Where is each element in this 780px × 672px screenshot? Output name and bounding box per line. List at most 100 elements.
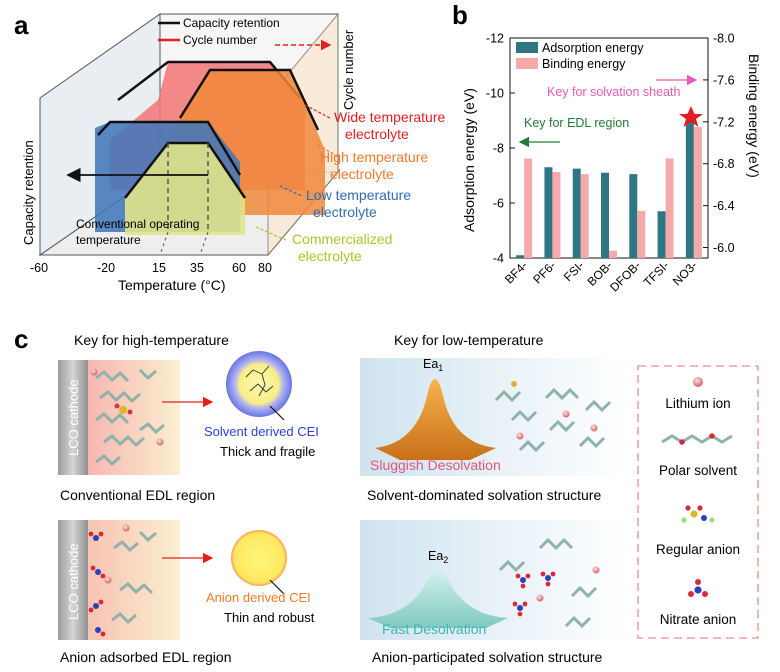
curve-low	[97, 120, 242, 176]
y-axis-label: Capacity retention	[21, 140, 36, 245]
cracks	[245, 365, 274, 397]
right-tick-label: -7.2	[713, 115, 735, 129]
desolv-top: Sluggish Desolvation	[370, 457, 501, 473]
cathode-label-bottom: LCO cathode	[66, 543, 81, 620]
ea-label-top: Ea1	[423, 357, 443, 373]
li-ion	[590, 424, 598, 432]
legend-binding-swatch	[516, 58, 538, 69]
lithium-ion-icon	[693, 377, 703, 387]
high-label-1: High temperature	[320, 149, 428, 165]
binding-bar-1	[552, 172, 561, 258]
li-ion	[156, 438, 164, 446]
adsorption-bar-3	[601, 172, 609, 258]
x-tick: -20	[97, 261, 115, 275]
right-ticks: -8.0-7.6-7.2-6.8-6.4-6.0	[703, 32, 735, 255]
solvation-shells-bottom	[498, 537, 598, 629]
legend-solvent: Polar solvent	[659, 463, 737, 478]
cathode-bottom	[58, 520, 88, 640]
anion-atom	[127, 409, 133, 415]
high-label-2: electrolyte	[330, 166, 394, 182]
solvent-cei-sphere	[226, 351, 292, 417]
anion-mol	[511, 381, 517, 387]
solvent-molecules-top	[95, 368, 165, 467]
dash-35-floor	[199, 231, 209, 256]
legend-regular-anion: Regular anion	[656, 542, 740, 557]
key-low-title: Key for low-temperature	[394, 332, 544, 348]
cei-leader-bottom	[269, 579, 285, 595]
x-tick: -60	[30, 261, 48, 275]
panel-b: b -12-10-8-6-4 -8.0-7.6-7.2-6.8-6.4-6.0 …	[452, 0, 762, 295]
binding-bar-3	[609, 250, 617, 258]
low-label-2: electrolyte	[313, 204, 377, 220]
li-ion	[90, 368, 98, 376]
adsorption-bar-1	[544, 167, 553, 258]
category-label: NO3-	[670, 258, 700, 288]
binding-bar-0	[524, 158, 533, 258]
left-tick-label: -12	[486, 32, 504, 46]
edl-annotation: Key for EDL region	[524, 116, 629, 130]
left-ticks: -12-10-8-6-4	[486, 32, 515, 266]
star-icon	[679, 106, 703, 127]
anion-cei-sphere	[231, 530, 287, 586]
category-label: PF6-	[530, 258, 558, 286]
x-tick: 35	[190, 261, 204, 275]
binding-bar-4	[637, 210, 646, 258]
right-axis-label: Binding energy (eV)	[746, 54, 762, 178]
cei-desc-bottom: Thin and robust	[224, 610, 315, 625]
li-ion	[104, 576, 112, 584]
z-axis-label: Cycle number	[341, 29, 356, 110]
ea-main-bottom: Ea	[428, 549, 443, 563]
adsorption-bar-2	[572, 168, 581, 258]
legend-adsorption-label: Adsorption energy	[542, 41, 644, 55]
x-axis-label: Temperature (°C)	[118, 277, 226, 293]
panel-a: a Capacity retention Cycle n	[14, 10, 445, 293]
edl-caption-top: Conventional EDL region	[60, 487, 215, 503]
right-tick-label: -8.0	[713, 32, 735, 46]
adsorption-bar-4	[629, 174, 638, 258]
ea-main-top: Ea	[423, 357, 438, 371]
left-tick-label: -4	[493, 252, 504, 266]
energy-peak-bottom	[368, 571, 508, 628]
right-tick-label: -6.4	[713, 199, 735, 213]
bar-group	[516, 113, 702, 258]
comm-leader	[255, 226, 287, 241]
category-label: DFOB-	[607, 258, 643, 294]
category-labels: BF4-PF6-FSI-BOB-DFOB-TFSI-NO3-	[502, 258, 700, 294]
curve-comm	[124, 141, 247, 199]
ea-sub-bottom: 2	[443, 555, 448, 565]
panel-b-label: b	[452, 0, 468, 30]
anion-atom	[114, 403, 120, 409]
regular-anion-icon	[681, 505, 715, 523]
legend-cycle-label: Cycle number	[183, 33, 257, 47]
right-tick-label: -6.0	[713, 241, 735, 255]
li-ion	[562, 410, 570, 418]
energy-peak-top	[375, 379, 496, 460]
nitrate-molecules-bottom	[88, 531, 106, 637]
high-leader	[317, 144, 341, 159]
polar-solvent-icon	[661, 433, 733, 445]
li-ion	[122, 524, 130, 532]
dash-15-floor	[159, 231, 169, 256]
anion-mol-top	[119, 406, 127, 414]
conv-label-2: temperature	[76, 233, 141, 247]
adsorption-bar-5	[657, 211, 666, 258]
binding-bar-2	[580, 174, 589, 258]
category-label: BF4-	[502, 258, 530, 286]
cei-desc-top: Thick and fragile	[220, 444, 315, 459]
panel-c-label: c	[14, 324, 28, 354]
comm-label-1: Commercialized	[292, 231, 392, 247]
adsorption-bar-0	[516, 255, 525, 258]
edl-region-bottom	[88, 520, 180, 640]
cei-name-top: Solvent derived CEI	[204, 424, 319, 439]
cathode-label-top: LCO cathode	[66, 379, 81, 456]
binding-bar-5	[665, 158, 674, 258]
cei-name-bottom: Anion derived CEI	[206, 590, 311, 605]
cathode-top	[58, 360, 88, 475]
key-high-title: Key for high-temperature	[74, 332, 229, 348]
category-label: TFSI-	[641, 258, 672, 289]
ea-sub-top: 1	[438, 363, 443, 373]
x-tick: 15	[152, 261, 166, 275]
right-tick-label: -6.8	[713, 157, 735, 171]
low-label-1: Low temperature	[306, 187, 411, 203]
